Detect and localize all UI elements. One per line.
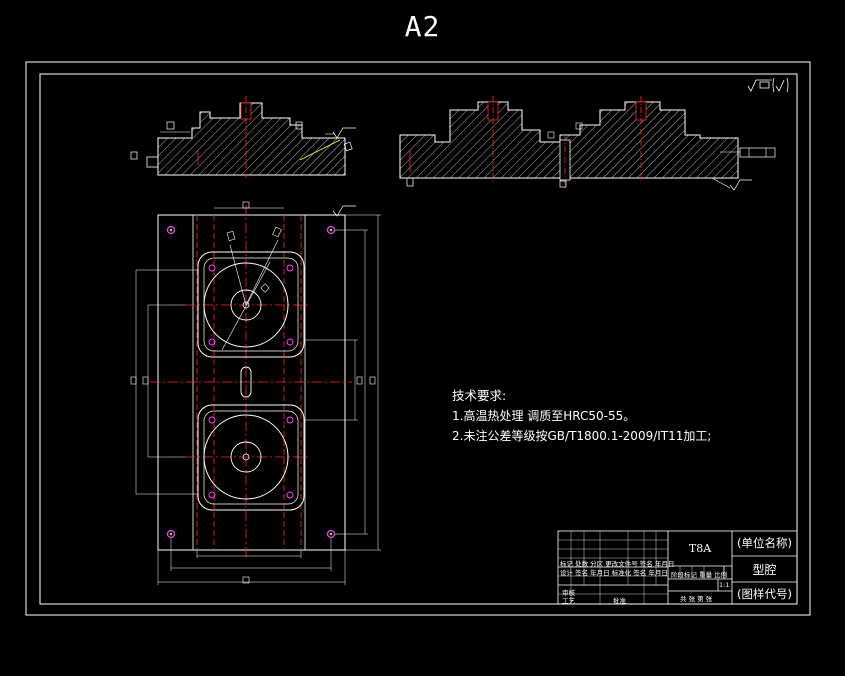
approve-label: 批准 bbox=[613, 597, 626, 605]
checker-label: 审核 bbox=[562, 589, 575, 597]
outer-border bbox=[25, 61, 811, 616]
craft-label: 工艺 bbox=[562, 597, 575, 605]
material-label: T8A bbox=[688, 542, 712, 555]
title-block-frame bbox=[557, 530, 798, 605]
unit-name: (单位名称) bbox=[737, 536, 792, 550]
tech-heading: 技术要求: bbox=[452, 388, 507, 403]
design-labels: 设计 签名 年月日 标准化 签名 年月日 bbox=[560, 569, 668, 577]
revision-labels: 标记 处数 分区 更改文件号 签名 年月日 bbox=[560, 560, 675, 568]
sheet-format-label: A2 bbox=[404, 10, 441, 43]
technical-requirements: 技术要求: 1.高温热处理 调质至HRC50-55。 2.未注公差等级按GB/T… bbox=[452, 386, 711, 446]
title-block-grid bbox=[558, 531, 705, 604]
surface-finish-symbol bbox=[747, 77, 789, 93]
right-section-view bbox=[399, 96, 776, 191]
tech-item-1: 1.高温热处理 调质至HRC50-55。 bbox=[452, 409, 636, 423]
stage-labels: 阶段标记 重量 比例 bbox=[671, 571, 728, 579]
sheet-count-label: 共 张 第 张 bbox=[680, 595, 713, 603]
tech-item-2: 2.未注公差等级按GB/T1800.1-2009/IT11加工; bbox=[452, 429, 712, 443]
inner-border bbox=[39, 73, 798, 605]
scale-value: 1:1 bbox=[719, 581, 730, 589]
drawing-code: (图样代号) bbox=[737, 587, 792, 601]
plan-view bbox=[130, 201, 381, 585]
part-name: 型腔 bbox=[752, 563, 777, 577]
left-section-view bbox=[130, 96, 356, 178]
